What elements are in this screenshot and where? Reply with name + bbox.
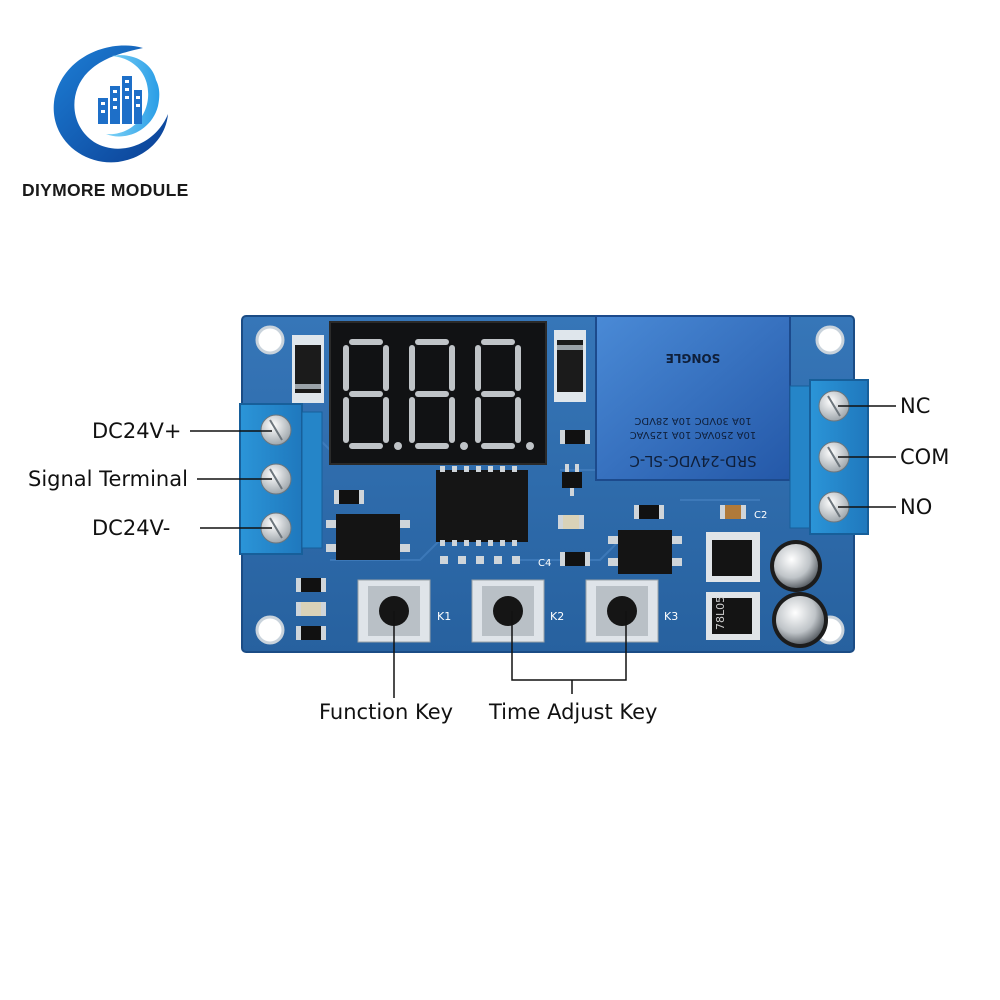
smd-diode-left	[292, 335, 324, 403]
label-no: NO	[900, 495, 933, 519]
relay-brand: SONGLE	[666, 351, 721, 365]
tactile-button-k2[interactable]	[471, 579, 545, 643]
label-k2: K2	[550, 610, 564, 623]
label-com: COM	[900, 445, 950, 469]
label-dc24v-minus: DC24V-	[92, 516, 171, 540]
smd-diode-right	[554, 330, 586, 402]
smd-resistor	[334, 430, 746, 566]
logo-swirl-outer	[53, 45, 169, 163]
label-k3: K3	[664, 610, 678, 623]
screw-terminal[interactable]	[818, 441, 850, 473]
logo-swirl-inner	[106, 55, 160, 137]
voltage-regulator	[706, 532, 760, 640]
display-dot	[394, 442, 402, 450]
relay-model: SRD-24VDC-SL-C	[629, 452, 756, 470]
optocoupler	[326, 514, 682, 574]
electrolytic-capacitor	[770, 540, 828, 648]
screw-terminal[interactable]	[260, 414, 292, 446]
tactile-button-k3[interactable]	[585, 579, 659, 643]
display-dot	[460, 442, 468, 450]
label-c4: C4	[538, 558, 551, 569]
screw-terminal[interactable]	[818, 390, 850, 422]
label-nc: NC	[900, 394, 931, 418]
display-dot	[526, 442, 534, 450]
relay-rating-1: 10A 250VAC 10A 125VAC	[630, 429, 757, 440]
buildings-icon	[98, 76, 142, 124]
label-dc24v-plus: DC24V+	[92, 419, 182, 443]
callout-lines	[190, 405, 896, 698]
brand-logo	[53, 45, 169, 163]
microcontroller-chip	[436, 466, 528, 546]
label-time-adjust-key: Time Adjust Key	[489, 700, 658, 724]
label-k1: K1	[437, 610, 451, 623]
label-signal-terminal: Signal Terminal	[28, 467, 188, 491]
relay: SRD-24VDC-SL-C 10A 250VAC 10A 125VAC 10A…	[595, 315, 791, 481]
label-function-key: Function Key	[319, 700, 454, 724]
screw-terminal[interactable]	[260, 463, 292, 495]
label-regulator: 78L05	[714, 596, 727, 630]
test-pads	[440, 556, 520, 564]
smd-led-resistor	[296, 578, 326, 640]
label-c2: C2	[754, 510, 767, 521]
relay-rating-2: 10A 30VDC 10A 28VDC	[634, 415, 751, 426]
seven-segment-display	[329, 321, 547, 465]
brand-name: DIYMORE MODULE	[22, 180, 189, 200]
smd-transistor	[562, 464, 582, 496]
